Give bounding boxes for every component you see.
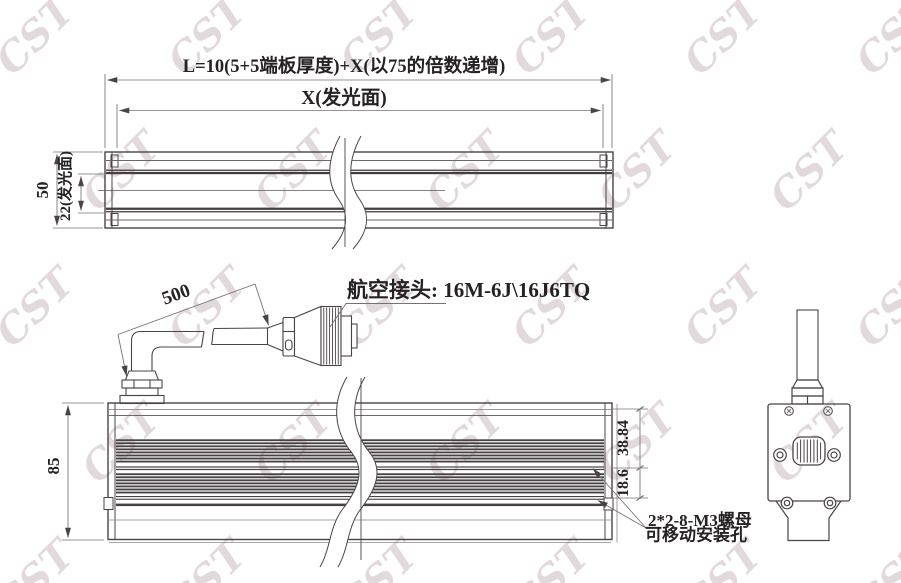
side-view-bar: [98, 135, 614, 250]
break-mask: [329, 136, 367, 249]
dim-emitting-height-label: 22(发光面): [56, 151, 74, 221]
front-view-dimensions: [62, 402, 648, 541]
dim-total-length-label: L=10(5+5端板厚度)+X(以75的倍数递增): [183, 55, 505, 77]
end-body: [767, 403, 851, 502]
break-curve: [319, 376, 360, 568]
dim-186-label: 18.6: [615, 469, 632, 497]
dim-emitting-width-label: X(发光面): [301, 86, 387, 109]
connector-type-label: 航空接头: 16M-6J\16J6TQ: [347, 278, 590, 302]
dim-3884-label: 38.84: [615, 420, 632, 456]
end-view: [767, 309, 851, 542]
mount-note-line1: 2*2-8-M3螺母: [648, 511, 752, 530]
cable-length-dimension: [117, 283, 269, 377]
dim-height-85-label: 85: [44, 458, 63, 475]
side-view-dimensions: [53, 74, 613, 229]
cable-length-label: 500: [159, 280, 193, 309]
break-curve: [337, 376, 378, 568]
cable-and-connector: [119, 305, 358, 405]
front-view-bar: [103, 376, 618, 568]
break-mask: [320, 377, 378, 567]
end-bracket: [775, 500, 842, 542]
cable-gland: [124, 370, 160, 381]
mount-note-line2: 可移动安装孔: [645, 525, 747, 545]
dim-height-50-label: 50: [33, 182, 52, 199]
break-curve: [329, 135, 347, 250]
break-curve: [350, 135, 368, 250]
connector-cone: [293, 305, 322, 367]
strain-relief: [266, 321, 284, 352]
